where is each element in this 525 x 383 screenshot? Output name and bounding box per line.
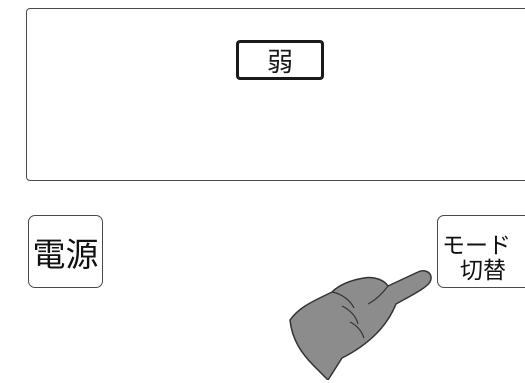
mode-indicator: 弱 (236, 40, 324, 80)
mode-switch-button[interactable]: モード 切替 (437, 215, 525, 288)
mode-switch-label-line2: 切替 (460, 258, 506, 284)
pointing-hand-icon (289, 270, 432, 380)
mode-switch-label-line1: モード (442, 233, 511, 259)
display-panel (26, 8, 525, 181)
power-button[interactable]: 電源 (28, 215, 103, 288)
